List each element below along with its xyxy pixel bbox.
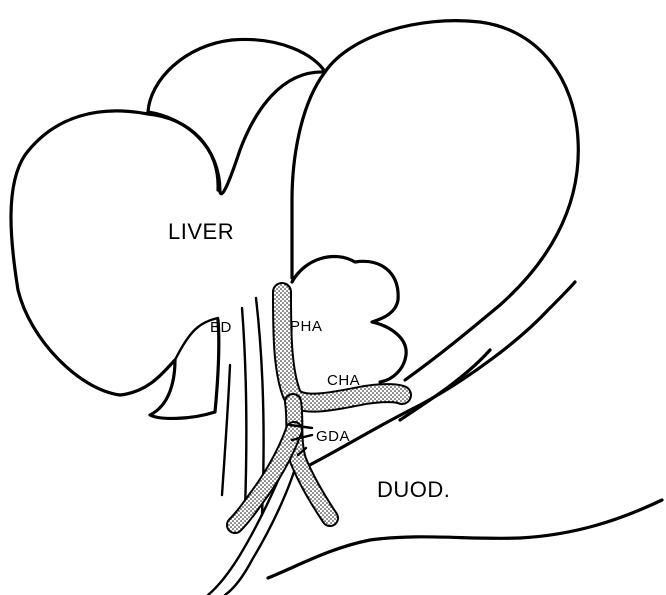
label-liver: LIVER — [168, 219, 234, 244]
label-cha: CHA — [327, 372, 360, 389]
label-duodenum: DUOD. — [377, 477, 450, 502]
bile-duct-line-1 — [222, 365, 230, 495]
liver-main-outline — [11, 111, 219, 419]
label-bile-duct: BD — [210, 319, 232, 336]
label-gda: GDA — [316, 428, 350, 445]
liver-right-lobe-outline — [325, 21, 578, 380]
artery-gda — [293, 402, 330, 518]
duodenum-inner-fold — [400, 350, 490, 420]
label-pha: PHA — [290, 318, 322, 335]
bile-duct-line-2 — [242, 308, 246, 510]
liver-left-lobe-outline — [148, 39, 325, 193]
liver-right-lobe-inner — [292, 72, 325, 278]
